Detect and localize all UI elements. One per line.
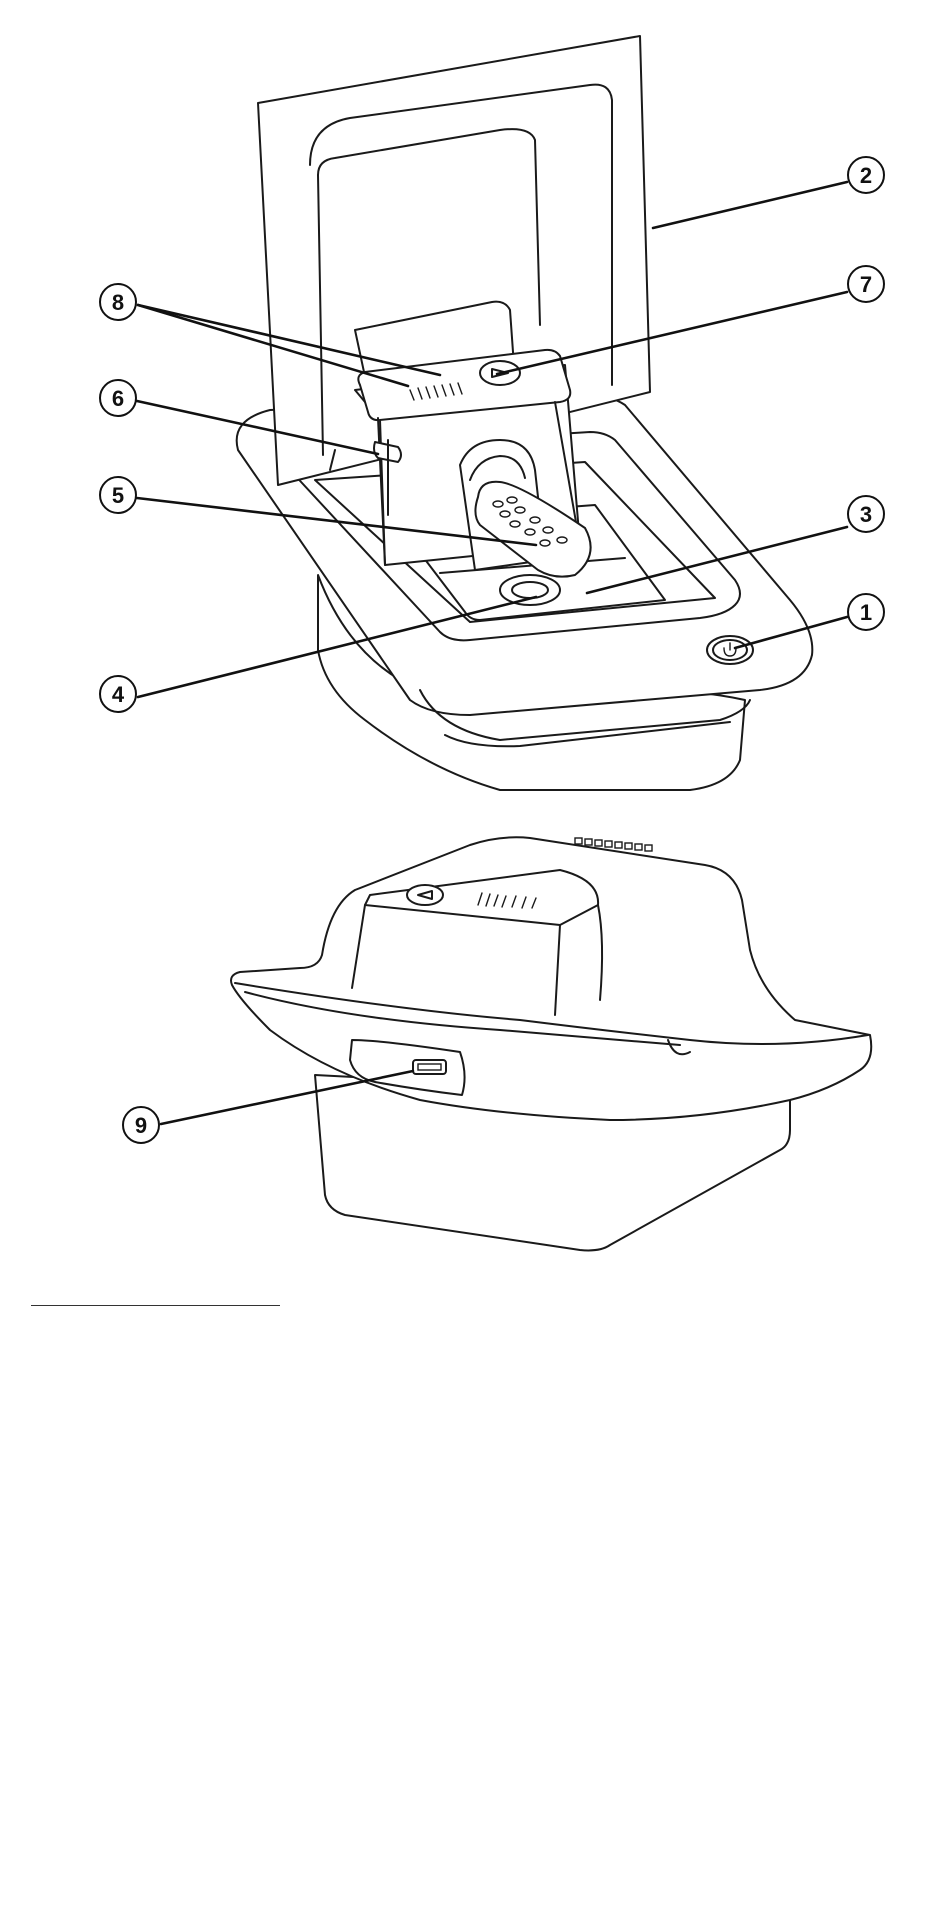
callout-4: 4 [100, 676, 136, 712]
device-rear-view [231, 837, 871, 1250]
device-front-view [237, 36, 813, 790]
callout-8: 8 [100, 284, 136, 320]
sensor-pad [500, 575, 560, 605]
svg-text:5: 5 [112, 483, 124, 508]
callout-2: 2 [848, 157, 884, 193]
svg-text:6: 6 [112, 386, 124, 411]
callout-1: 1 [848, 594, 884, 630]
power-button [707, 636, 753, 664]
callout-6: 6 [100, 380, 136, 416]
callout-7: 7 [848, 266, 884, 302]
rear-eject-button [407, 885, 443, 905]
svg-text:8: 8 [112, 290, 124, 315]
svg-text:7: 7 [860, 272, 872, 297]
svg-text:1: 1 [860, 600, 872, 625]
callout-9: 9 [123, 1107, 159, 1143]
callout-5: 5 [100, 477, 136, 513]
svg-text:4: 4 [112, 682, 125, 707]
leader-2 [653, 182, 847, 228]
svg-text:2: 2 [860, 163, 872, 188]
svg-text:9: 9 [135, 1113, 147, 1138]
footnote-divider [31, 1305, 280, 1306]
svg-text:3: 3 [860, 502, 872, 527]
callout-3: 3 [848, 496, 884, 532]
